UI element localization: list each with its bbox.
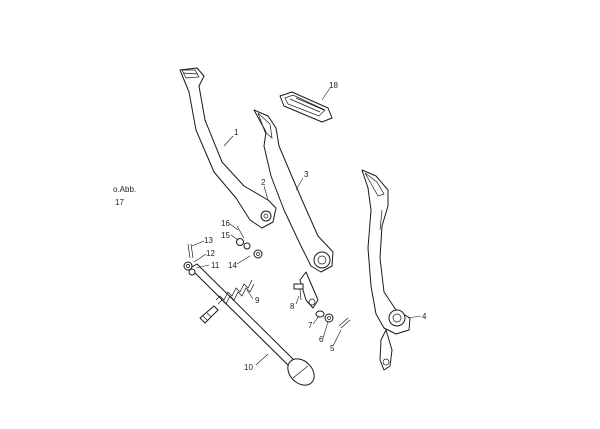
callout-10: 10 (244, 363, 253, 372)
callout-1: 1 (234, 128, 239, 137)
callout-3: 3 (304, 170, 309, 179)
part-4-lever (361, 169, 411, 371)
part-9-spring (199, 279, 255, 324)
callouts: 1 2 3 4 5 6 7 8 9 10 11 12 13 14 15 16 1… (204, 81, 427, 372)
part-18-pedal-rubber (279, 91, 333, 123)
leader-lines (191, 87, 422, 366)
parts-5-6-7-8 (293, 283, 351, 329)
part-1-lever (179, 67, 277, 229)
callout-4: 4 (422, 312, 427, 321)
parts-14-15-16 (236, 225, 263, 259)
parts-11-12-13 (183, 243, 196, 276)
callout-18: 18 (329, 81, 338, 90)
callout-11: 11 (211, 261, 220, 270)
callout-13: 13 (204, 236, 213, 245)
callout-6: 6 (319, 335, 324, 344)
callout-2: 2 (261, 178, 266, 187)
part-10-shaft (189, 263, 315, 386)
note-line-1: o.Abb. (113, 185, 136, 194)
callout-7: 7 (308, 321, 313, 330)
callout-8: 8 (290, 302, 295, 311)
part-3-lever (253, 109, 334, 309)
callout-16: 16 (221, 219, 230, 228)
callout-9: 9 (255, 296, 260, 305)
callout-15: 15 (221, 231, 230, 240)
callout-5: 5 (330, 344, 335, 353)
callout-14: 14 (228, 261, 237, 270)
note-line-2: 17 (115, 198, 124, 207)
callout-12: 12 (206, 249, 215, 258)
